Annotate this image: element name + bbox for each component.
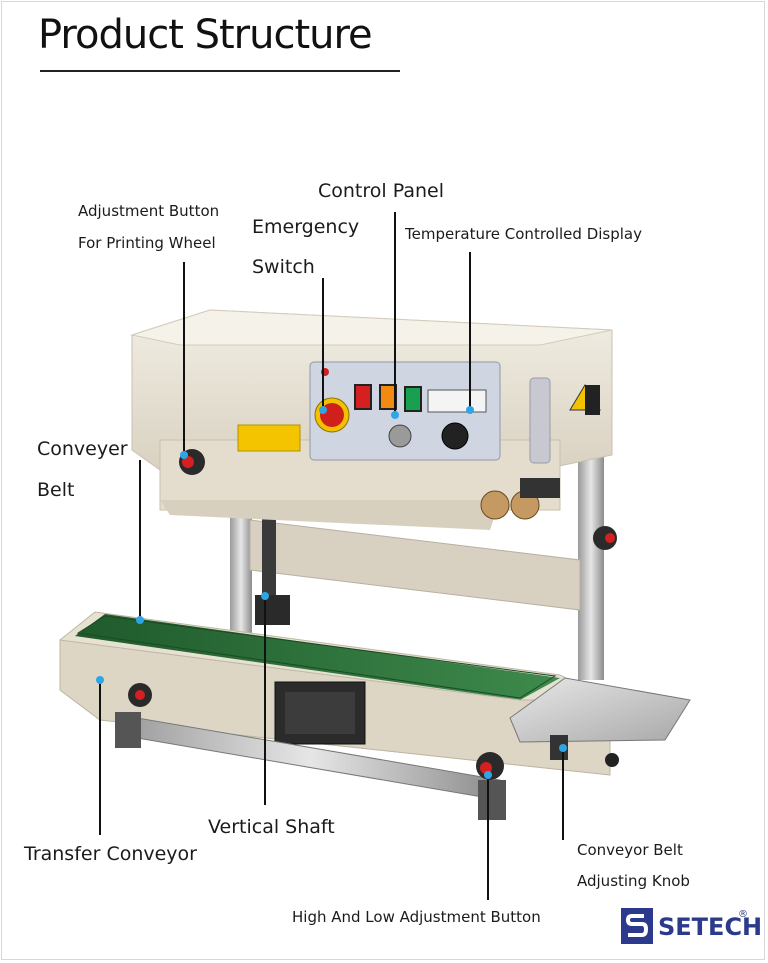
label-transfer-conveyor: Transfer Conveyor [24,843,197,865]
orange-rocker-switch[interactable] [379,384,397,410]
label-vertical-shaft: Vertical Shaft [208,816,335,838]
conveyor-belt [76,615,557,699]
transfer-conveyor [59,611,611,776]
logo-registered-mark: ® [738,909,748,920]
vertical-column-left [230,490,252,640]
leader-lines [99,212,564,900]
base-rail [115,712,506,820]
setech-logo: SETECH ® [620,907,762,949]
logo-text: SETECH [658,913,763,941]
side-knob-right[interactable] [593,526,617,550]
label-temperature-display: Temperature Controlled Display [405,225,642,243]
label-conveyor-knob-line1: Conveyor Belt [577,841,683,859]
vertical-shaft [255,495,290,625]
green-rocker-switch[interactable] [404,386,422,412]
callout-dots [96,406,567,779]
label-emergency-line2: Switch [252,256,315,278]
label-conveyer-belt-line1: Conveyer [37,438,128,460]
vertical-column-right [578,450,604,680]
title-underline [40,70,400,72]
label-adjustment-button-line2: For Printing Wheel [78,234,216,252]
cross-bar [249,519,581,611]
label-emergency-line1: Emergency [252,216,360,238]
label-adjustment-button-line1: Adjustment Button [78,202,220,220]
speed-knob[interactable] [388,424,412,448]
high-low-adjustment-button[interactable] [476,752,504,780]
output-tray [509,677,691,743]
label-control-panel: Control Panel [318,180,444,202]
red-rocker-switch[interactable] [354,384,372,410]
temperature-knob[interactable] [441,422,469,450]
emergency-switch[interactable] [314,397,350,433]
setech-logo-mark [621,908,653,944]
label-conveyor-knob-line2: Adjusting Knob [577,872,690,890]
conveyor-knob-left[interactable] [128,683,152,707]
label-conveyer-belt-line2: Belt [37,479,75,501]
label-high-low-button: High And Low Adjustment Button [292,908,541,926]
page-title: Product Structure [38,12,373,58]
